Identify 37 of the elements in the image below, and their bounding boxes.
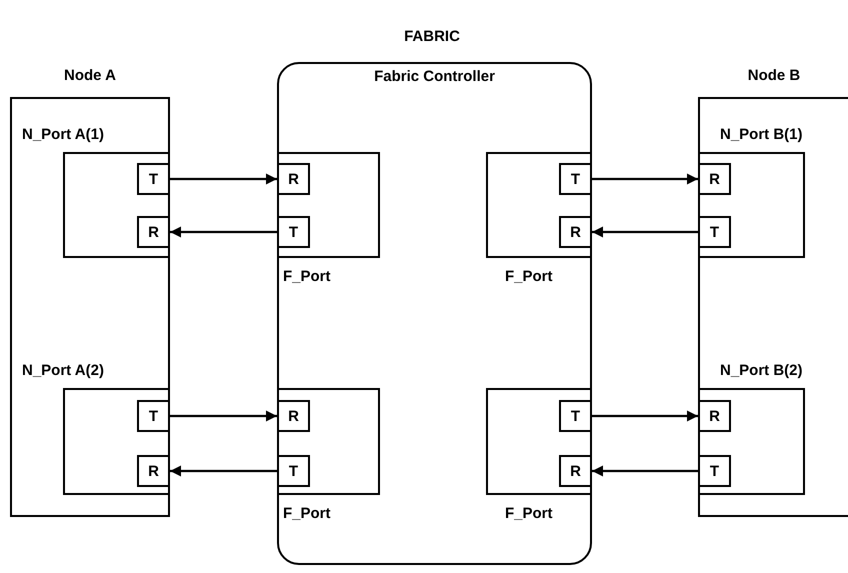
pin-label-box: T <box>559 163 592 195</box>
pin-label-box: R <box>559 455 592 487</box>
diagram-title: FABRIC <box>403 28 461 45</box>
heading-label: F_Port <box>283 268 331 286</box>
pin-label-box: T <box>137 400 170 432</box>
pin-label-box: R <box>277 400 310 432</box>
heading-label: N_Port A(2) <box>22 362 104 380</box>
pin-label-box: T <box>277 455 310 487</box>
fabric-controller-box <box>277 62 592 565</box>
arrow <box>592 226 698 238</box>
heading-label: Fabric Controller <box>373 68 496 86</box>
pin-label-box: T <box>277 216 310 248</box>
heading-label: N_Port B(2) <box>720 362 803 380</box>
pin-label-box: R <box>137 216 170 248</box>
arrow <box>170 174 277 184</box>
arrow <box>170 410 277 422</box>
pin-label-box: T <box>137 163 170 195</box>
heading-label: Node B <box>746 67 802 85</box>
arrow <box>592 466 698 476</box>
arrow <box>170 466 277 476</box>
pin-label-box: T <box>559 400 592 432</box>
pin-label-box: R <box>277 163 310 195</box>
pin-label-box: T <box>698 216 731 248</box>
heading-label: F_Port <box>283 505 331 523</box>
heading-label: N_Port A(1) <box>22 126 104 144</box>
heading-label: F_Port <box>505 268 553 286</box>
heading-label: F_Port <box>505 505 553 523</box>
pin-label-box: T <box>698 455 731 487</box>
arrow <box>592 410 698 422</box>
pin-label-box: R <box>698 163 731 195</box>
arrow <box>592 174 698 184</box>
pin-label-box: R <box>137 455 170 487</box>
pin-label-box: R <box>559 216 592 248</box>
heading-label: N_Port B(1) <box>720 126 803 144</box>
arrow <box>170 226 277 238</box>
pin-label-box: R <box>698 400 731 432</box>
heading-label: Node A <box>63 67 117 85</box>
